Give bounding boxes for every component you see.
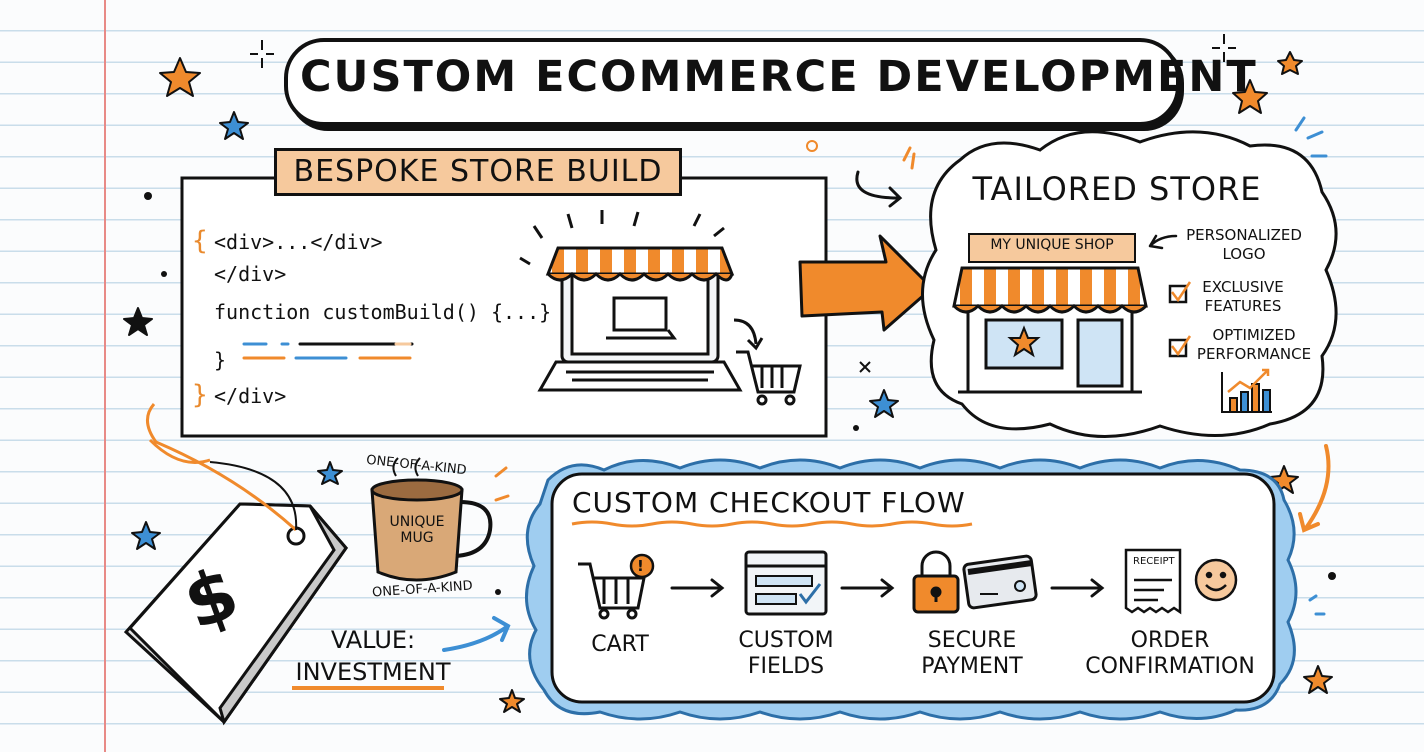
receipt-label: RECEIPT	[1133, 556, 1175, 567]
value-label: VALUE:	[330, 626, 416, 654]
title-banner	[284, 38, 1180, 126]
storefront-icon	[952, 266, 1148, 394]
credit-card-icon	[962, 554, 1038, 610]
laptop-store-icon	[519, 210, 764, 392]
smiley-icon	[1194, 558, 1238, 602]
page-title: CUSTOM ECOMMERCE DEVELOPMENT	[300, 52, 1258, 102]
right-arrow-icon	[798, 234, 934, 332]
flow-arrow-icon	[840, 578, 895, 598]
code-line: }	[214, 348, 227, 372]
code-brace-close: }	[192, 380, 208, 410]
star-icon	[123, 51, 1333, 713]
code-line: </div>	[214, 262, 287, 286]
step-label: ORDER	[1130, 628, 1210, 653]
step-secure-payment: SECURE PAYMENT	[904, 628, 1040, 680]
growth-chart-icon	[1221, 368, 1272, 413]
checkout-title: CUSTOM CHECKOUT FLOW	[572, 486, 966, 519]
notebook-margin-line	[104, 0, 106, 752]
price-tag-icon	[123, 502, 348, 726]
title-underline	[571, 520, 973, 528]
investment-label: INVESTMENT	[295, 658, 451, 686]
flow-arrow-icon	[670, 578, 725, 598]
unique-mug-icon	[370, 457, 493, 582]
bespoke-label-box	[274, 148, 682, 196]
tailored-store-title: TAILORED STORE	[972, 170, 1262, 208]
flow-arrow-icon	[1050, 578, 1105, 598]
step-label: PAYMENT	[921, 654, 1023, 679]
cart-badge-mark: !	[637, 557, 644, 575]
code-line: </div>	[214, 384, 287, 408]
curved-arrow-icon	[855, 170, 903, 208]
step-label: FIELDS	[747, 654, 825, 679]
bespoke-label: BESPOKE STORE BUILD	[293, 154, 663, 189]
shop-sign: MY UNIQUE SHOP	[990, 237, 1114, 253]
feature-optimized-performance: OPTIMIZED PERFORMANCE	[1196, 326, 1312, 363]
shop-sign-box	[968, 233, 1136, 263]
step-label: CUSTOM	[738, 628, 834, 653]
step-order-confirmation: ORDER CONFIRMATION	[1076, 628, 1264, 680]
receipt-icon	[1124, 548, 1182, 615]
pointer-arrow-icon	[1148, 234, 1178, 250]
check-icon	[1168, 281, 1192, 358]
sparkle-decoration	[250, 34, 1236, 373]
feature-exclusive-features: EXCLUSIVE FEATURES	[1202, 278, 1284, 315]
down-arrow-icon	[1298, 444, 1331, 533]
step-label: CART	[591, 632, 649, 657]
mug-label: UNIQUE MUG	[389, 514, 445, 546]
step-label: CONFIRMATION	[1085, 654, 1255, 679]
step-cart: CART	[572, 632, 668, 658]
padlock-icon	[912, 550, 960, 614]
alert-badge	[629, 553, 655, 579]
feature-personalized-logo: PERSONALIZED LOGO	[1186, 226, 1302, 263]
shopping-cart-icon	[736, 350, 802, 406]
code-line: function customBuild() {...}	[214, 300, 552, 324]
form-fields-icon	[744, 550, 828, 616]
tag-string	[146, 403, 298, 532]
step-custom-fields: CUSTOM FIELDS	[724, 628, 848, 680]
cart-icon	[578, 562, 646, 620]
value-arrow-icon	[442, 616, 511, 652]
step-label: SECURE	[927, 628, 1017, 653]
code-line: <div>...</div>	[214, 230, 383, 254]
code-brace-open: {	[192, 226, 208, 256]
